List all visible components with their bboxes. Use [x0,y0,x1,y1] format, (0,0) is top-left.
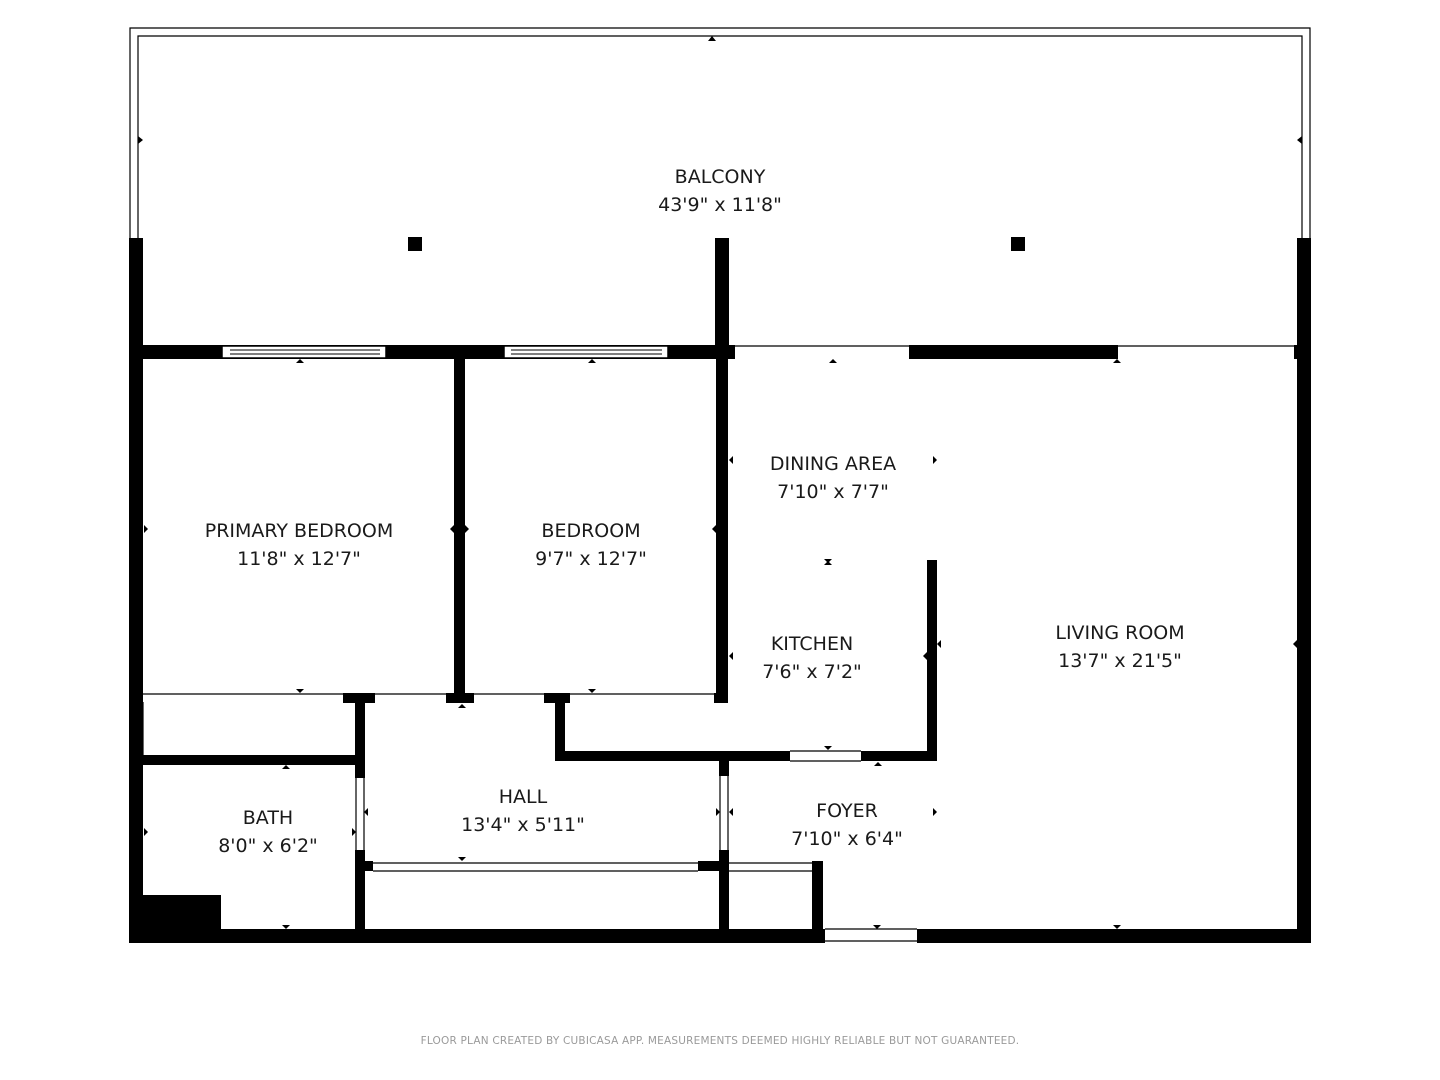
room-dimensions: 8'0" x 6'2" [218,835,318,857]
room-dimensions: 7'10" x 6'4" [791,828,903,850]
room-name: LIVING ROOM [1055,622,1184,644]
balcony-post-right [1011,237,1025,251]
room-name: KITCHEN [771,633,853,655]
window-bedroom [503,345,669,359]
dimension-markers [138,36,1302,929]
room-dimensions: 7'10" x 7'7" [777,481,889,503]
window-primary-bedroom [221,345,387,359]
room-name: BEDROOM [541,520,640,542]
room-dimensions: 11'8" x 12'7" [237,548,361,570]
disclaimer-footer: FLOOR PLAN CREATED BY CUBICASA APP. MEAS… [420,1035,1020,1047]
balcony-divider-wall [715,238,729,348]
interior-walls [139,355,937,941]
room-label-dining-area: DINING AREA 7'10" x 7'7" [770,453,896,503]
room-name: BATH [243,807,293,829]
room-label-kitchen: KITCHEN 7'6" x 7'2" [762,633,862,683]
room-name: FOYER [816,800,878,822]
room-name: HALL [499,786,548,808]
room-label-balcony: BALCONY 43'9" x 11'8" [658,166,782,216]
room-dimensions: 13'7" x 21'5" [1058,650,1182,672]
room-name: DINING AREA [770,453,896,475]
room-dimensions: 13'4" x 5'11" [461,814,585,836]
exterior-walls [129,238,1311,943]
room-label-bedroom: BEDROOM 9'7" x 12'7" [535,520,647,570]
room-name: BALCONY [675,166,766,188]
room-label-bath: BATH 8'0" x 6'2" [218,807,318,857]
room-name: PRIMARY BEDROOM [205,520,393,542]
room-label-living-room: LIVING ROOM 13'7" x 21'5" [1055,622,1184,672]
balcony-post-left [408,237,422,251]
room-label-hall: HALL 13'4" x 5'11" [461,786,585,836]
room-dimensions: 9'7" x 12'7" [535,548,647,570]
room-label-foyer: FOYER 7'10" x 6'4" [791,800,903,850]
openings [142,693,917,942]
room-dimensions: 7'6" x 7'2" [762,661,862,683]
room-label-primary-bedroom: PRIMARY BEDROOM 11'8" x 12'7" [205,520,393,570]
room-dimensions: 43'9" x 11'8" [658,194,782,216]
